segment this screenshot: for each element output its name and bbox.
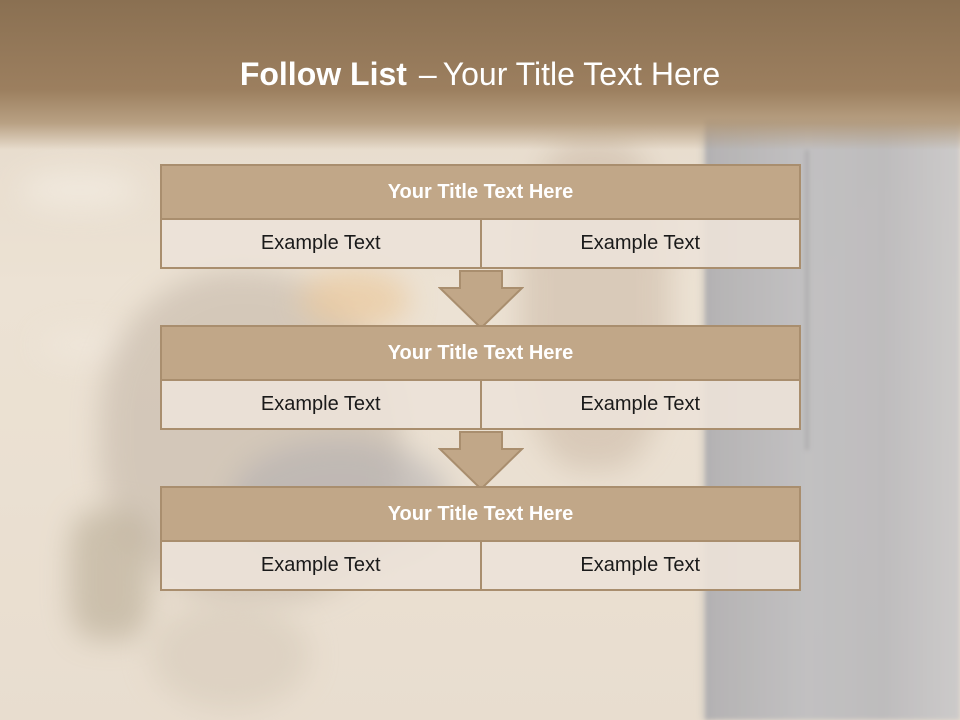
block-cell-left: Example Text: [160, 220, 482, 269]
title-dash: –: [418, 56, 437, 92]
block-title: Your Title Text Here: [160, 486, 801, 542]
block-title: Your Title Text Here: [160, 325, 801, 381]
title-bold: Follow List: [239, 56, 407, 92]
list-block-3: Your Title Text Here Example Text Exampl…: [160, 486, 801, 591]
block-row: Example Text Example Text: [160, 220, 801, 269]
blurred-sand: [150, 600, 310, 710]
list-block-2: Your Title Text Here Example Text Exampl…: [160, 325, 801, 430]
header-band: [0, 0, 960, 150]
block-cell-left: Example Text: [160, 542, 482, 591]
down-arrow-icon: [438, 431, 524, 491]
block-row: Example Text Example Text: [160, 381, 801, 430]
blurred-yellow-item: [300, 270, 410, 330]
block-row: Example Text Example Text: [160, 542, 801, 591]
block-cell-right: Example Text: [481, 542, 801, 591]
title-rest: Your Title Text Here: [442, 56, 721, 92]
blurred-shoe: [70, 510, 150, 640]
jeans-seam: [805, 150, 809, 450]
slide-title: Follow List–Your Title Text Here: [0, 56, 960, 93]
down-arrow-icon: [438, 270, 524, 330]
sand-highlight: [20, 170, 140, 210]
block-cell-right: Example Text: [481, 381, 801, 430]
block-cell-left: Example Text: [160, 381, 482, 430]
list-block-1: Your Title Text Here Example Text Exampl…: [160, 164, 801, 269]
block-title: Your Title Text Here: [160, 164, 801, 220]
block-cell-right: Example Text: [481, 220, 801, 269]
